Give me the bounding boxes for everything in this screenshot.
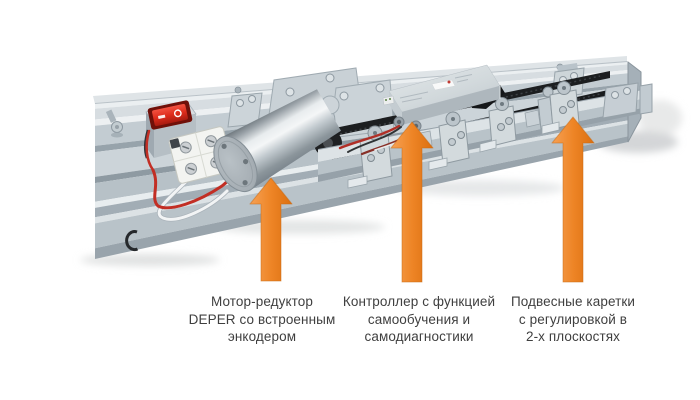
- label-motor-line3: энкодером: [227, 329, 297, 344]
- annotation-arrow-controller: [390, 121, 434, 283]
- controller-connector: [382, 95, 395, 106]
- label-motor-line1: Мотор-редуктор: [210, 294, 313, 309]
- motor-end-cap: [213, 136, 258, 192]
- motor-cylinder: [213, 89, 341, 192]
- annotation-arrow-carriages: [551, 116, 595, 283]
- carriage: [428, 111, 470, 171]
- label-controller-line2: самообучения и: [367, 311, 471, 327]
- label-motor: Мотор-редуктор DEPER со встроенным энкод…: [182, 293, 342, 346]
- switch-red-rocker: [147, 100, 193, 130]
- label-carriages-line1: Подвесные каретки: [510, 294, 636, 309]
- label-carriages-line2: с регулировкой в: [518, 311, 628, 327]
- label-carriages: Подвесные каретки с регулировкой в 2-х п…: [491, 293, 655, 346]
- channel-clip: [125, 230, 139, 252]
- bolt: [105, 109, 123, 138]
- annotation-arrow-motor: [249, 177, 293, 282]
- label-carriages-line3: 2-х плоскостях: [525, 329, 621, 344]
- label-controller-line1: Контроллер с функцией: [342, 294, 496, 309]
- carriage: [479, 97, 517, 153]
- label-controller: Контроллер с функцией самообучения и сам…: [330, 293, 508, 346]
- label-motor-line2: DEPER со встроенным: [188, 311, 336, 327]
- end-bracket: [602, 82, 639, 119]
- label-controller-line3: самодиагностики: [364, 329, 474, 344]
